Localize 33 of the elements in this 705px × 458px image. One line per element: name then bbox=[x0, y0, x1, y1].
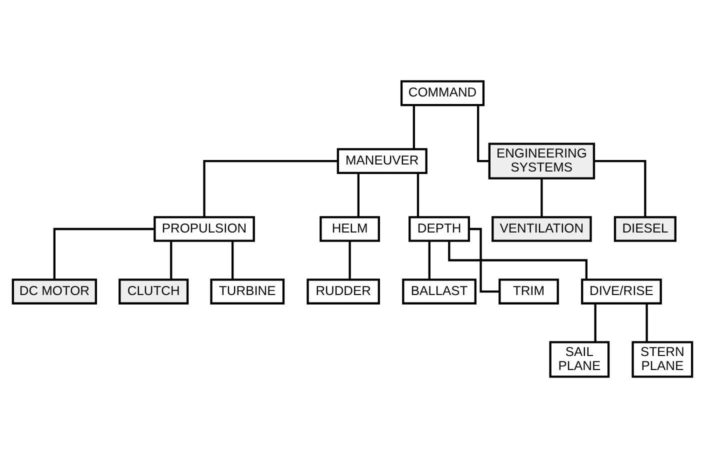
connector bbox=[357, 173, 360, 217]
connector bbox=[53, 228, 154, 280]
node-box: CLUTCH bbox=[118, 278, 189, 304]
node-box: TURBINE bbox=[210, 278, 285, 304]
connector bbox=[203, 160, 338, 217]
node-box: DEPTH bbox=[408, 216, 470, 242]
node-box: SAIL PLANE bbox=[549, 341, 610, 378]
node-box: STERN PLANE bbox=[632, 341, 694, 378]
connector bbox=[412, 105, 416, 150]
connector bbox=[170, 241, 172, 280]
node-box: ENGINEERING SYSTEMS bbox=[488, 142, 596, 180]
connector bbox=[540, 178, 543, 218]
connector bbox=[348, 241, 351, 280]
node-box: TRIM bbox=[498, 278, 559, 304]
connector bbox=[646, 304, 648, 342]
node-box: DIESEL bbox=[614, 216, 676, 242]
connector bbox=[594, 304, 596, 342]
node-box: RUDDER bbox=[306, 278, 380, 304]
node-box: BALLAST bbox=[402, 278, 476, 304]
connector bbox=[469, 228, 500, 293]
connector bbox=[448, 241, 588, 280]
node-box: COMMAND bbox=[400, 80, 485, 106]
node-box: HELM bbox=[320, 216, 380, 242]
connector bbox=[477, 105, 490, 162]
node-box: MANEUVER bbox=[336, 148, 428, 174]
node-box: DC MOTOR bbox=[12, 278, 98, 304]
connector bbox=[594, 160, 646, 217]
connector bbox=[416, 173, 420, 217]
node-box: DIVE/RISE bbox=[581, 278, 662, 304]
connector bbox=[428, 241, 430, 280]
connector bbox=[232, 241, 234, 280]
node-box: VENTILATION bbox=[492, 216, 592, 242]
node-box: PROPULSION bbox=[154, 216, 255, 242]
